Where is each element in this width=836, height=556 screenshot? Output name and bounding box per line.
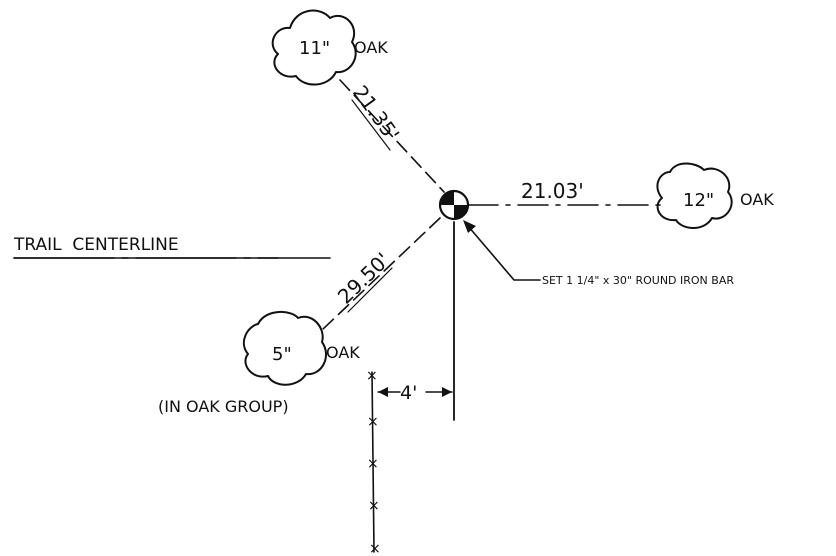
tree-species-11: OAK <box>354 38 388 57</box>
tree-5-canopy <box>242 311 327 386</box>
tree-size-11: 11" <box>299 38 330 59</box>
svg-text:×: × <box>367 456 379 472</box>
line-to-tree-5 <box>321 217 441 331</box>
tree-11-canopy <box>271 9 357 86</box>
distance-label-tree-5: 29.50' <box>333 248 395 309</box>
svg-text:×: × <box>368 498 380 514</box>
distance-underline-11 <box>351 99 391 151</box>
offset-label: 4' <box>400 382 417 404</box>
fence-line: × × × × × <box>366 368 381 556</box>
tree-size-12: 12" <box>683 190 714 211</box>
tree-group-note: (IN OAK GROUP) <box>158 397 289 416</box>
survey-marker-icon <box>438 189 470 221</box>
svg-text:×: × <box>366 368 378 384</box>
tree-species-5: OAK <box>326 343 360 362</box>
trail-label: TRAIL CENTERLINE <box>13 235 179 255</box>
marker-callout-leader <box>463 220 541 281</box>
tree-species-12: OAK <box>740 190 774 209</box>
svg-text:×: × <box>367 414 379 430</box>
tree-12-canopy <box>656 162 733 229</box>
line-to-tree-11 <box>339 79 445 193</box>
svg-text:×: × <box>369 541 381 556</box>
distance-label-tree-11: 21.35' <box>348 81 404 146</box>
marker-callout-text: SET 1 1/4" x 30" ROUND IRON BAR <box>542 274 734 287</box>
distance-underline-5 <box>347 267 393 313</box>
offset-dimension: 4' <box>377 382 453 404</box>
tree-size-5: 5" <box>272 344 292 365</box>
distance-label-tree-12: 21.03' <box>521 179 584 203</box>
